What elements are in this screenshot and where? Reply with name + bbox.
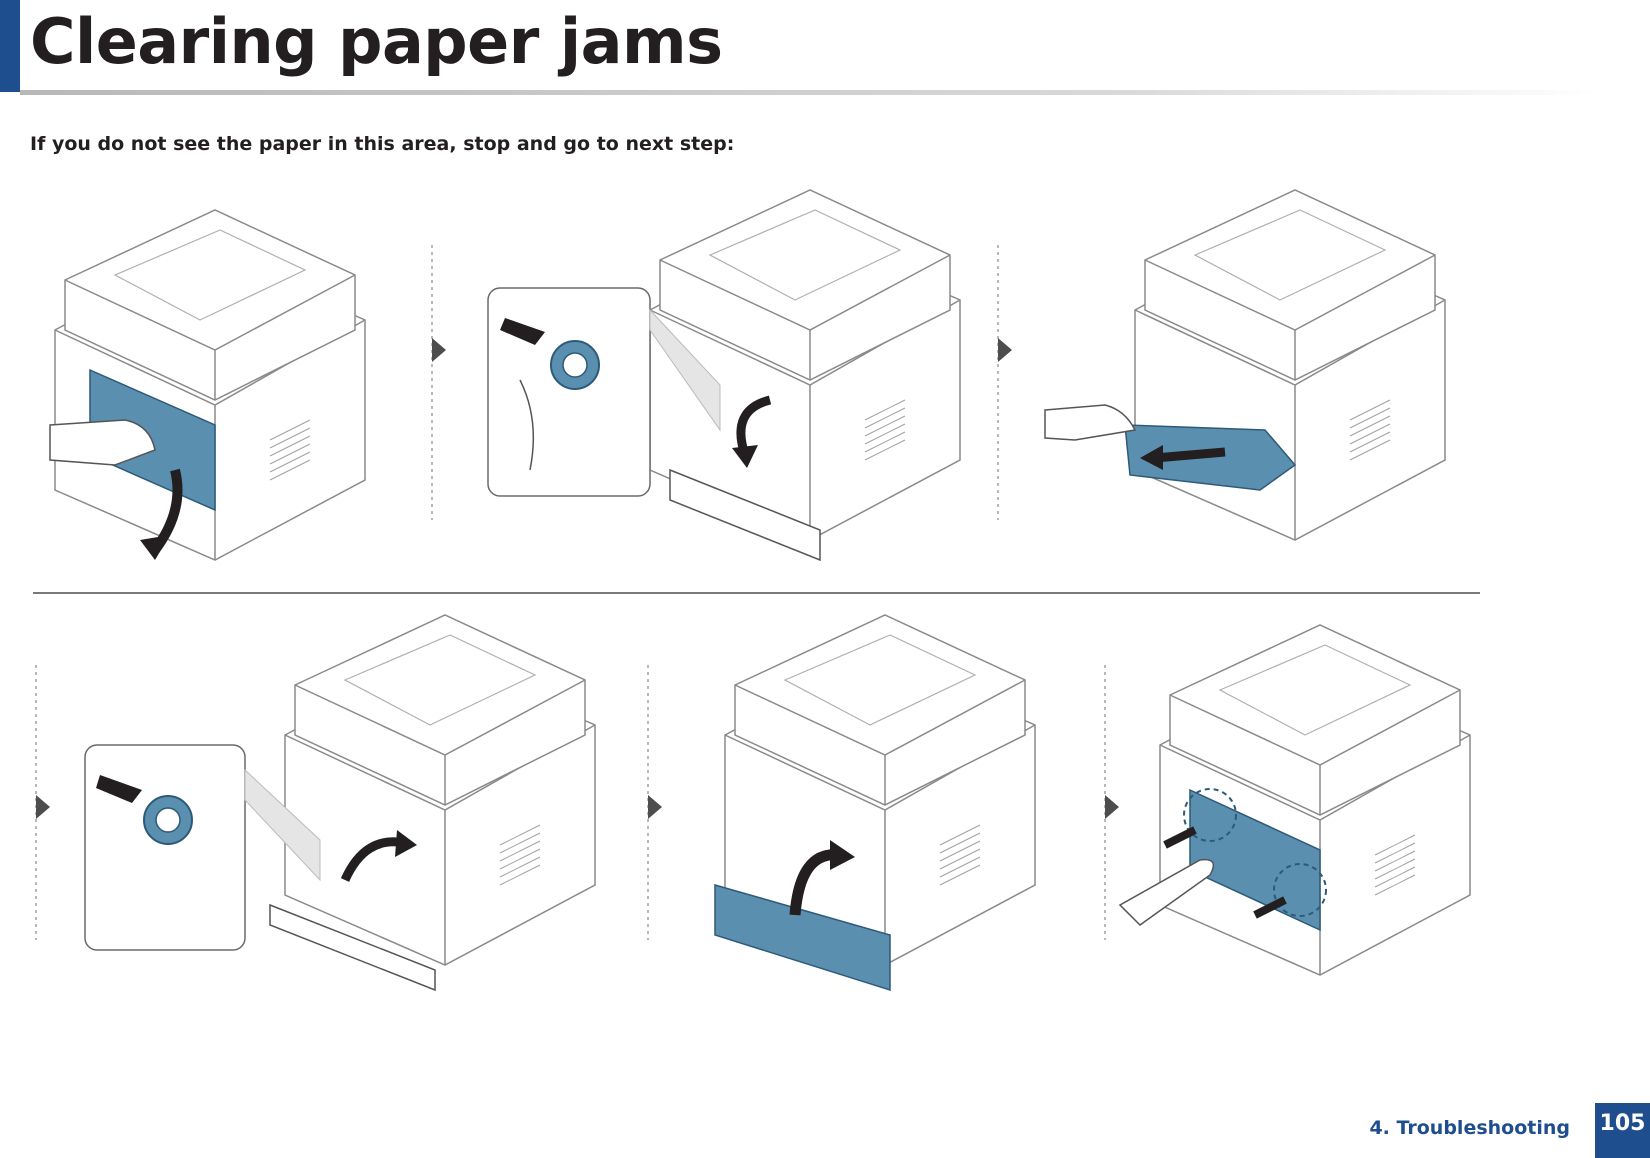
- next-step-triangle-icon: [648, 795, 662, 819]
- step-4-return-lever: [84, 614, 596, 992]
- next-step-triangle-icon: [36, 795, 50, 819]
- instruction-text: If you do not see the paper in this area…: [30, 133, 735, 155]
- next-step-triangle-icon: [432, 338, 446, 362]
- step-6-press-cover: [1118, 624, 1471, 976]
- page-title: Clearing paper jams: [30, 5, 723, 78]
- footer-section-label: 4. Troubleshooting: [1369, 1117, 1570, 1139]
- step-3-pull-paper: [1044, 189, 1446, 541]
- step-5-close-cover: [714, 614, 1036, 992]
- next-step-triangle-icon: [1105, 795, 1119, 819]
- page-number: 105: [1595, 1103, 1650, 1158]
- title-accent-bar: [0, 0, 20, 92]
- step-2-fuser-lever: [487, 189, 961, 562]
- step-1-open-rear-cover: [49, 209, 366, 561]
- next-step-triangle-icon: [998, 338, 1012, 362]
- title-divider: [20, 90, 1600, 95]
